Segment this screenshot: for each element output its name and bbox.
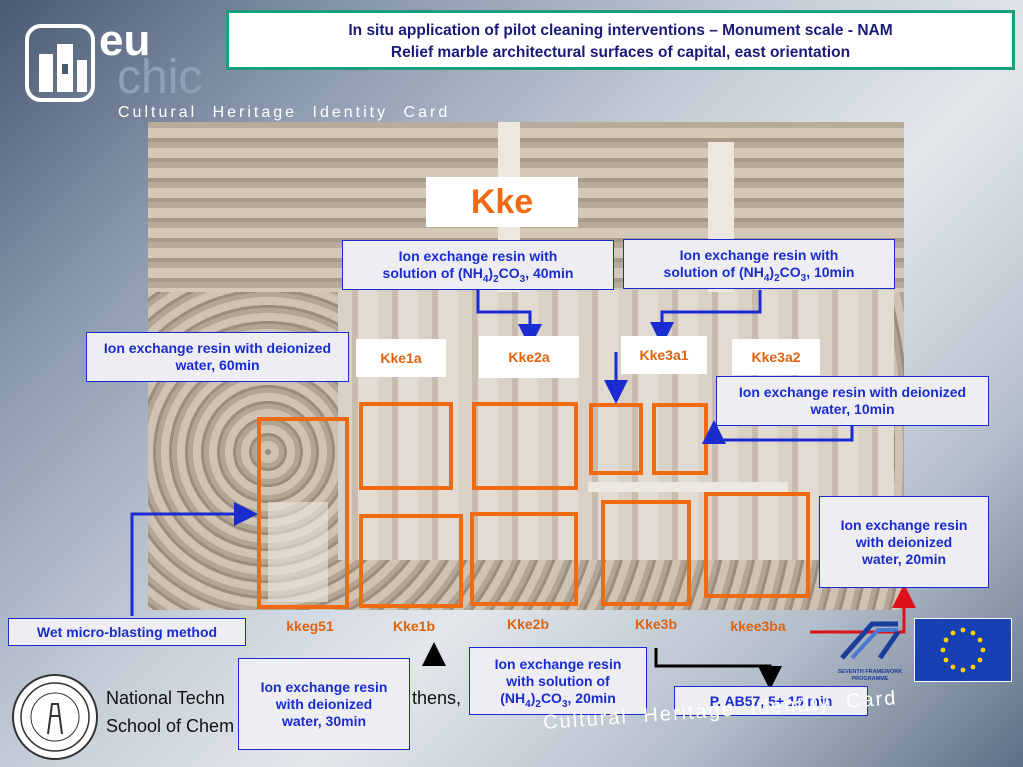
university-line-1: National Techn [106,688,225,708]
eu-flag [914,618,1012,682]
area-kkeg51 [257,417,349,609]
seal-icon [20,682,90,752]
label-kke3b: Kke3b [634,616,678,632]
box-deion-60min: Ion exchange resin with deionized water,… [86,332,349,382]
label-kke2b: Kke2b [506,616,550,632]
label-kke2a: Kke2a [479,336,579,378]
label-kke1a: Kke1a [356,339,446,377]
area-kke1b [359,514,463,608]
logo-tagline: Cultural Heritage Identity Card [118,104,451,121]
label-kke3a2: Kke3a2 [732,339,820,375]
area-kke3a1 [589,403,643,475]
castle-icon [25,24,95,102]
fp7-icon [840,621,901,660]
arrow-kke3b [654,648,782,690]
fp7-text: SEVENTH FRAMEWORK PROGRAMME [837,669,903,682]
box-deion-20min: Ion exchange resin with deionized water,… [819,496,989,588]
area-kkee3ba [704,492,810,598]
tape-strip [268,502,328,602]
title-box: In situ application of pilot cleaning in… [226,10,1015,70]
area-kke2b [470,512,578,606]
title-line-2: Relief marble architectural surfaces of … [390,44,851,61]
label-kkee3ba: kkee3ba [730,618,786,634]
tape-strip [588,482,788,492]
area-kke2a [472,402,578,490]
box-deion-30min: Ion exchange resin with deionized water,… [238,658,410,750]
box-wet-micro-blasting: Wet micro-blasting method [8,618,246,646]
box-nh4-20min: Ion exchange resin with solution of (NH4… [469,647,647,715]
area-kke3b [601,500,691,606]
logo-chic: chic [117,51,203,104]
area-kke1a [359,402,453,490]
logo-eu: eu [99,16,151,65]
university-line-2: School of Chem [106,716,235,736]
eu-stars-icon [940,627,986,673]
box-nh4-40min: Ion exchange resin with solution of (NH4… [342,240,614,290]
euchic-logo: eu chic [25,16,245,110]
label-kke3a1: Kke3a1 [621,336,707,374]
area-kke3a2 [652,403,708,475]
box-deion-10min: Ion exchange resin with deionized water,… [716,376,989,426]
university-seal [12,674,98,760]
label-kke1b: Kke1b [392,618,436,634]
box-nh4-10min: Ion exchange resin with solution of (NH4… [623,239,895,289]
fp7-logo: SEVENTH FRAMEWORK PROGRAMME [832,618,908,682]
title-line-1: In situ application of pilot cleaning in… [348,22,893,39]
box-p-ab57: P. AB57, 5+ 15 min [674,686,868,716]
big-label-kke: Kke [426,177,578,227]
university-line-1-end: thens, [412,688,462,708]
label-kkeg51: kkeg51 [286,618,334,634]
